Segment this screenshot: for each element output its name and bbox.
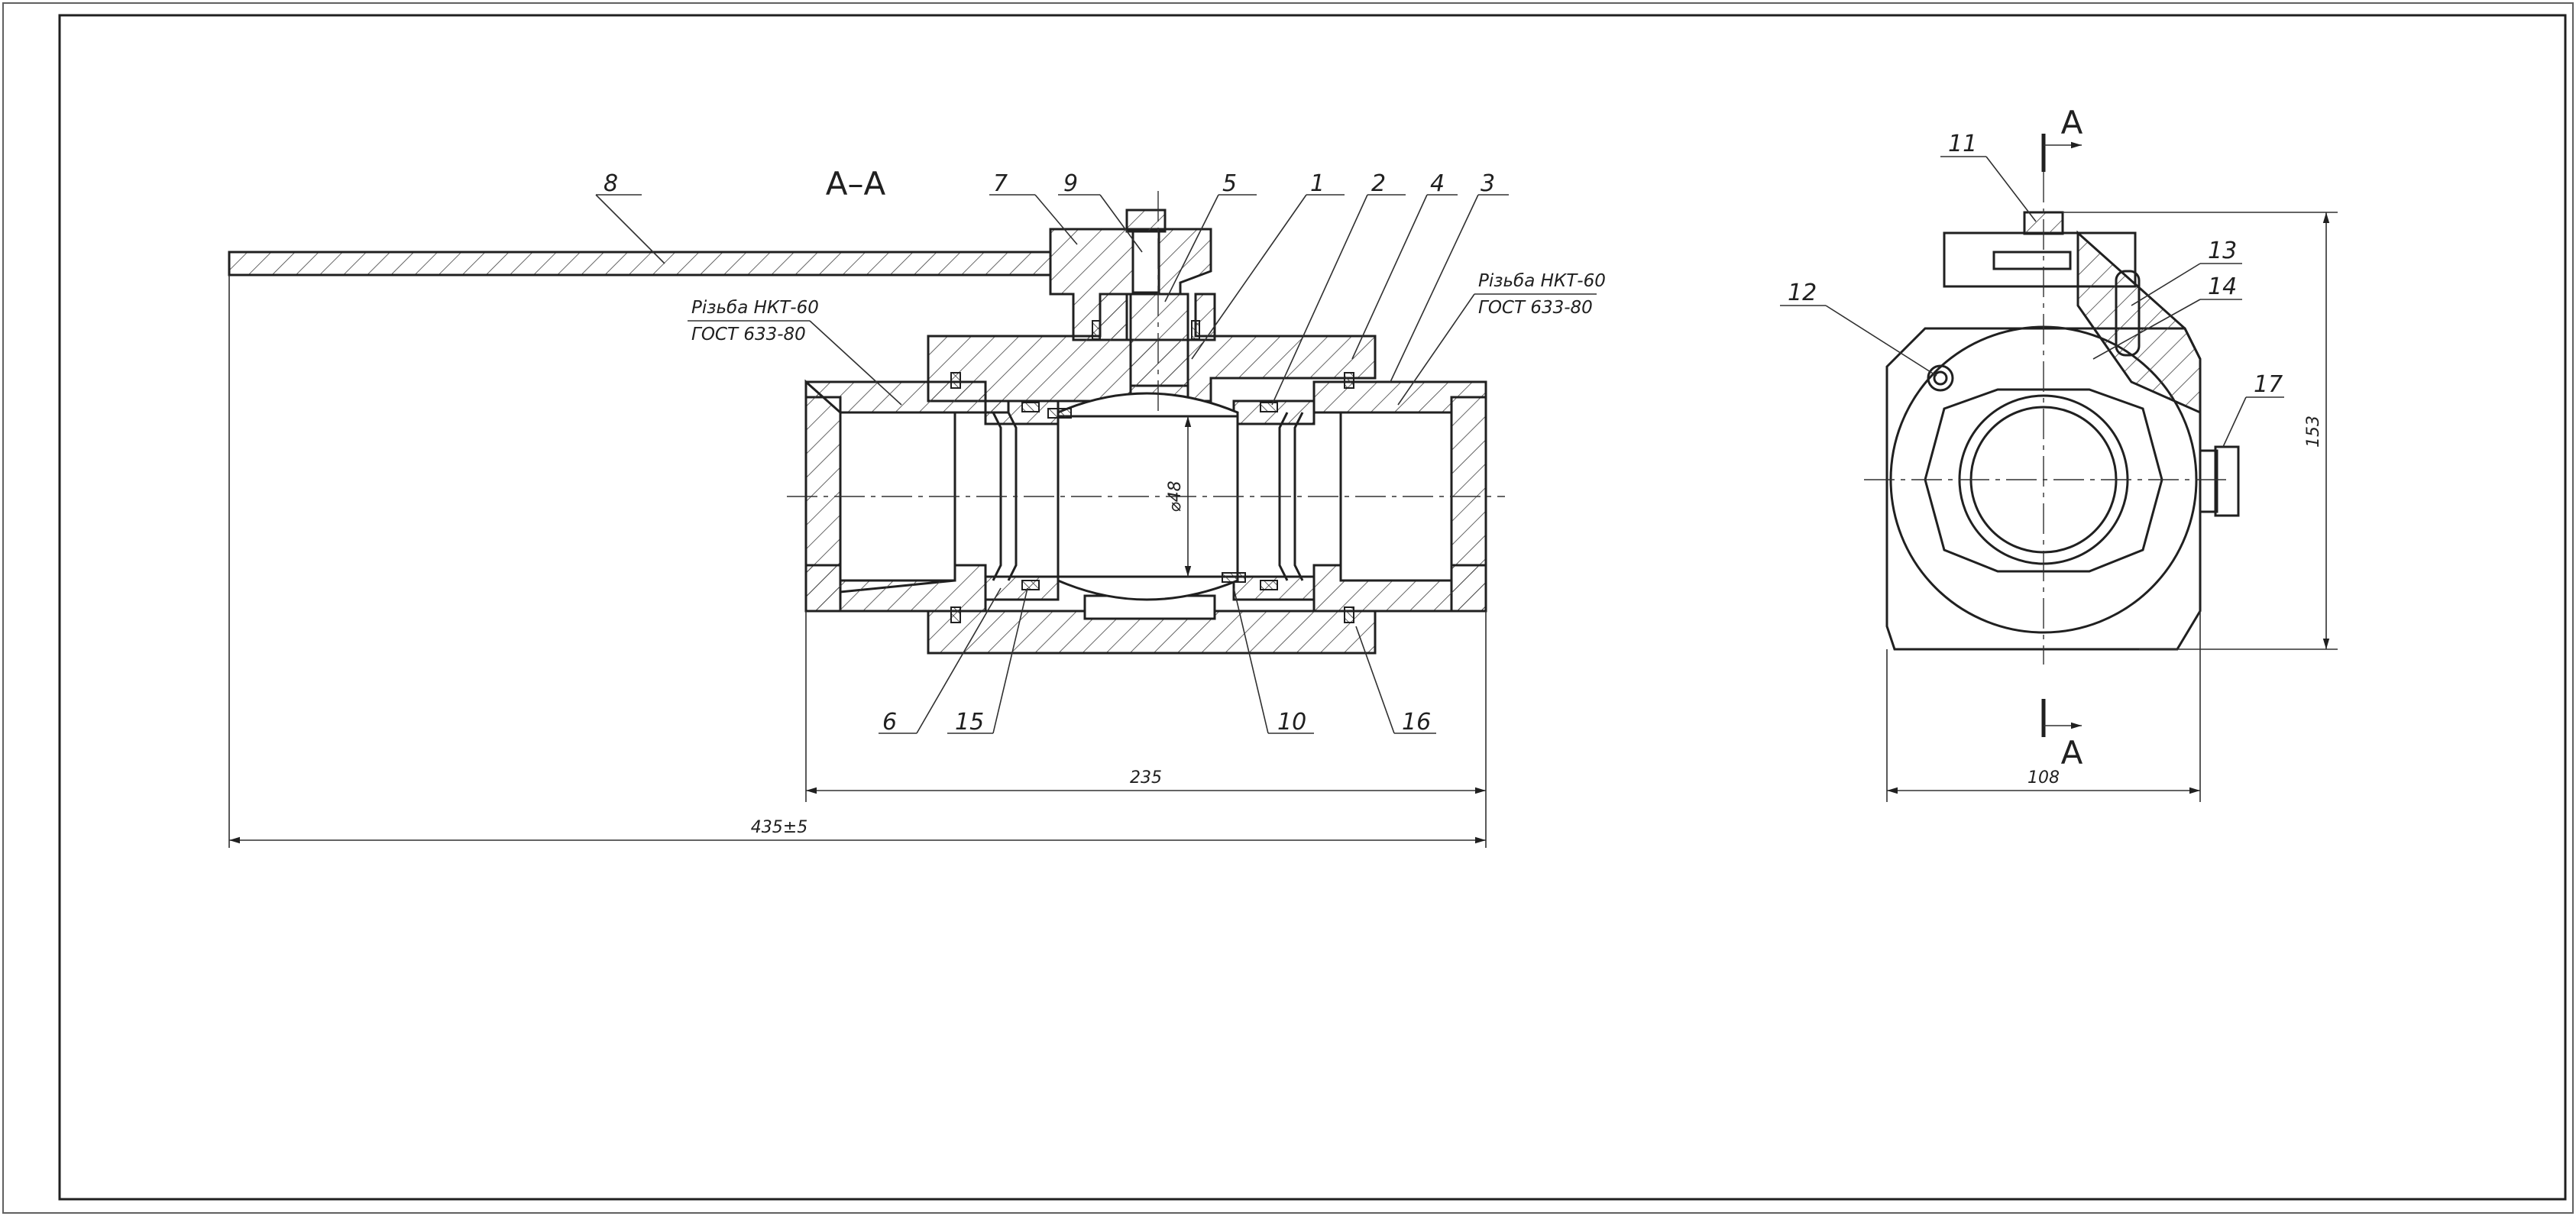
- seal-4: [1260, 580, 1278, 590]
- leader-5: [1164, 194, 1219, 302]
- callout-15: 15: [955, 709, 984, 736]
- seal-5: [1047, 408, 1072, 419]
- leader-16: [1355, 626, 1395, 734]
- stem: [1129, 293, 1189, 410]
- body-seal-left-b: [950, 606, 961, 623]
- stem-seal-right: [1191, 320, 1200, 340]
- callout-3: 3: [1481, 170, 1495, 197]
- leader-17: [2222, 396, 2247, 448]
- leader-8: [595, 194, 665, 264]
- dimension-235-text: 235: [1130, 768, 1162, 787]
- seal-3: [1260, 402, 1278, 412]
- seal-6: [1222, 572, 1246, 583]
- leader-15: [992, 587, 1028, 734]
- thread-note-left-2: ГОСТ 633-80: [691, 325, 806, 344]
- dimension-435-text: 435±5: [751, 818, 807, 837]
- callout-12: 12: [1788, 280, 1817, 306]
- callout-7: 7: [993, 170, 1008, 197]
- leader-3: [1390, 194, 1479, 383]
- stem-seal-left: [1092, 320, 1101, 340]
- section-view: ⌀48 235 435±5 А–А Різьба НКТ-60 ГОСТ 633…: [228, 165, 1606, 848]
- callout-9: 9: [1063, 170, 1078, 197]
- side-hex-nut: [1924, 388, 2163, 573]
- section-marker-bottom-letter: А: [2061, 734, 2083, 771]
- seal-1: [1021, 402, 1040, 412]
- body-seal-right: [1344, 372, 1354, 389]
- leader-2: [1271, 194, 1368, 406]
- body-bottom: [927, 610, 1377, 655]
- bore-dimension-text: ⌀48: [1166, 480, 1185, 512]
- callout-14: 14: [2208, 273, 2237, 300]
- thread-note-left-1: Різьба НКТ-60: [691, 298, 819, 318]
- callout-1: 1: [1310, 170, 1325, 197]
- callout-5: 5: [1222, 170, 1237, 197]
- dimension-108-text: 108: [2027, 768, 2060, 787]
- leader-13: [2131, 263, 2201, 306]
- leader-11: [1985, 156, 2037, 222]
- thread-note-right-1: Різьба НКТ-60: [1478, 271, 1606, 291]
- inner-frame: [58, 14, 2567, 1201]
- thread-note-right-2: ГОСТ 633-80: [1478, 298, 1593, 318]
- side-nut-12: [1927, 364, 1954, 392]
- callout-16: 16: [1402, 709, 1431, 736]
- leader-6: [916, 587, 1002, 734]
- retainer-right: [1293, 412, 1304, 581]
- callout-6: 6: [882, 709, 897, 736]
- side-stop-pin: [2115, 270, 2141, 357]
- body-seal-left: [950, 372, 961, 389]
- callout-8: 8: [604, 170, 618, 197]
- thread-note-right-leader: [1397, 293, 1475, 406]
- top-bolt-shank: [1131, 230, 1160, 294]
- side-bolt-17-head: [2214, 445, 2240, 517]
- leader-14: [2092, 299, 2201, 360]
- leader-12: [1825, 305, 1937, 377]
- callout-2: 2: [1371, 170, 1386, 197]
- side-view: А А 108 153: [1780, 104, 2338, 802]
- seal-2: [1021, 580, 1040, 590]
- side-handle-slot: [1992, 251, 2072, 270]
- callout-13: 13: [2208, 238, 2237, 264]
- callout-4: 4: [1430, 170, 1445, 197]
- leader-10: [1233, 587, 1269, 734]
- dimension-153-text: 153: [2304, 416, 2323, 448]
- section-title: А–А: [826, 165, 886, 202]
- leader-7: [1034, 194, 1078, 245]
- leader-9: [1099, 194, 1143, 253]
- callout-11: 11: [1948, 131, 1977, 157]
- side-bolt-17-shank: [2199, 449, 2218, 513]
- leader-1: [1191, 194, 1307, 360]
- section-marker-top-letter: А: [2061, 104, 2083, 141]
- handle-lever: [228, 251, 1052, 277]
- top-bolt-head: [1125, 209, 1167, 233]
- thread-note-left-leader: [809, 320, 902, 406]
- callout-17: 17: [2254, 371, 2283, 398]
- callout-10: 10: [1277, 709, 1306, 736]
- leader-4: [1351, 194, 1428, 360]
- body-seal-right-b: [1344, 606, 1354, 623]
